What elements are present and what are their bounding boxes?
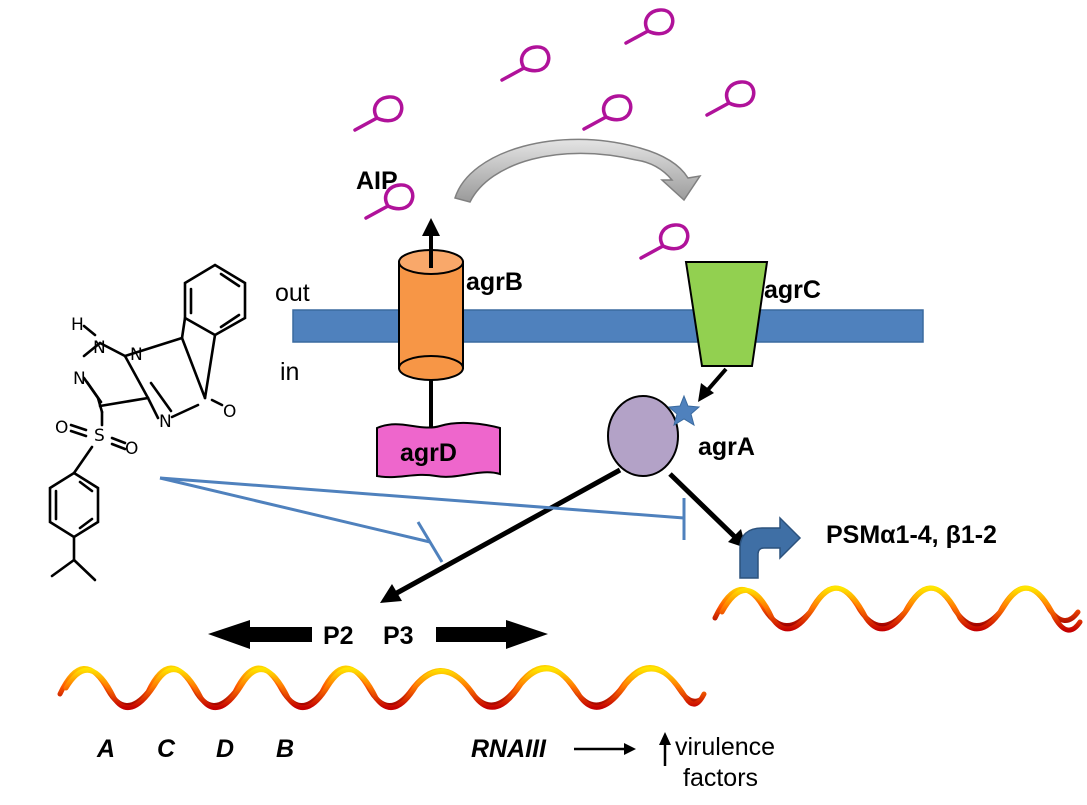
aip-signal-arrow — [454, 138, 702, 203]
aip-peptides — [353, 8, 756, 260]
agr-gene-labels: A C D B — [96, 735, 294, 763]
aip-peptide-bound — [639, 223, 690, 260]
label-p2: P2 — [323, 622, 354, 650]
atom-o: O — [55, 418, 68, 438]
agrD-peptide — [376, 421, 501, 479]
aip-peptide — [353, 95, 404, 132]
agrA-to-p2p3-arrow — [393, 467, 622, 597]
gene-label-d: D — [216, 735, 234, 763]
agrC-receptor — [684, 261, 769, 367]
psm-dna-helix — [712, 585, 1083, 633]
atom-n: N — [159, 412, 172, 432]
gene-label-c: C — [157, 735, 176, 763]
label-out: out — [275, 279, 310, 307]
p2-direction-arrow — [208, 620, 312, 649]
aip-peptide — [705, 80, 756, 117]
gene-label-a: A — [96, 735, 115, 763]
label-virulence: virulence — [675, 733, 775, 761]
label-psm: PSMα1-4, β1-2 — [826, 521, 997, 549]
phosphorylation-star-icon — [667, 394, 701, 427]
label-in: in — [280, 358, 299, 386]
inhibitor-atom-labels: H N N N N O O S O — [55, 315, 236, 459]
agrB-transporter — [398, 218, 464, 428]
label-agrA: agrA — [698, 433, 755, 461]
p2-p3-promoters — [208, 620, 548, 649]
atom-h: H — [71, 315, 84, 335]
inhibition-lines — [159, 476, 686, 563]
label-agrD: agrD — [400, 439, 457, 467]
atom-o: O — [223, 402, 236, 422]
aip-peptide — [582, 94, 633, 131]
atom-n: N — [93, 338, 106, 358]
atom-s: S — [94, 426, 105, 446]
aip-peptide — [624, 8, 675, 45]
atom-n: N — [73, 369, 86, 389]
atom-n: N — [130, 345, 143, 365]
cell-membrane — [292, 309, 924, 343]
aip-peptide — [500, 45, 551, 82]
label-rnaiii: RNAIII — [471, 735, 547, 763]
label-factors: factors — [683, 764, 758, 792]
label-agrC: agrC — [764, 276, 821, 304]
p3-direction-arrow — [436, 620, 548, 649]
agr-dna-helix — [57, 665, 707, 711]
psm-promoter-arrow — [739, 516, 802, 579]
agrA-to-psm-arrow — [668, 472, 738, 540]
atom-o: O — [125, 439, 138, 459]
gene-label-b: B — [276, 735, 294, 763]
label-aip: AIP — [356, 167, 398, 195]
label-agrB: agrB — [466, 268, 523, 296]
agrC-to-agrA-arrow — [704, 367, 728, 394]
label-p3: P3 — [383, 622, 414, 650]
inhibitor-molecule — [48, 263, 247, 582]
agrA-regulator — [607, 395, 679, 477]
